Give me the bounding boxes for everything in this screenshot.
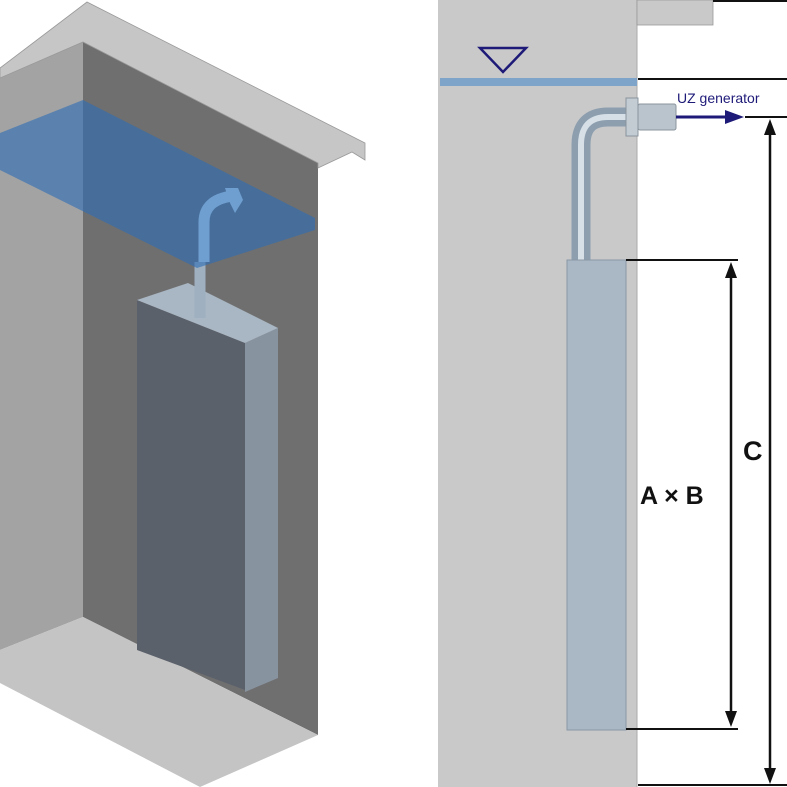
isometric-tank-view — [0, 1, 366, 787]
pipe-upper — [198, 190, 234, 262]
water-level-line — [440, 78, 637, 86]
tank-floor — [0, 617, 318, 787]
pipe-fitting — [625, 97, 639, 137]
transducer-box — [566, 259, 627, 731]
water-surface — [0, 100, 315, 268]
transducer-top-face — [137, 283, 278, 343]
water-level-triangle-icon — [477, 46, 529, 74]
tank-rim — [0, 1, 366, 169]
generator-arrowhead-icon — [725, 110, 744, 124]
outlet-arrow-icon — [225, 188, 243, 213]
dimension-c-label: C — [743, 436, 763, 466]
transducer-side-face — [245, 328, 278, 692]
uz-generator-label: UZ generator — [677, 90, 760, 106]
section-view — [438, 0, 787, 787]
dimension-ab-label: A × B — [640, 482, 704, 510]
rim-flange — [636, 0, 714, 26]
transducer-front-face — [137, 300, 245, 690]
